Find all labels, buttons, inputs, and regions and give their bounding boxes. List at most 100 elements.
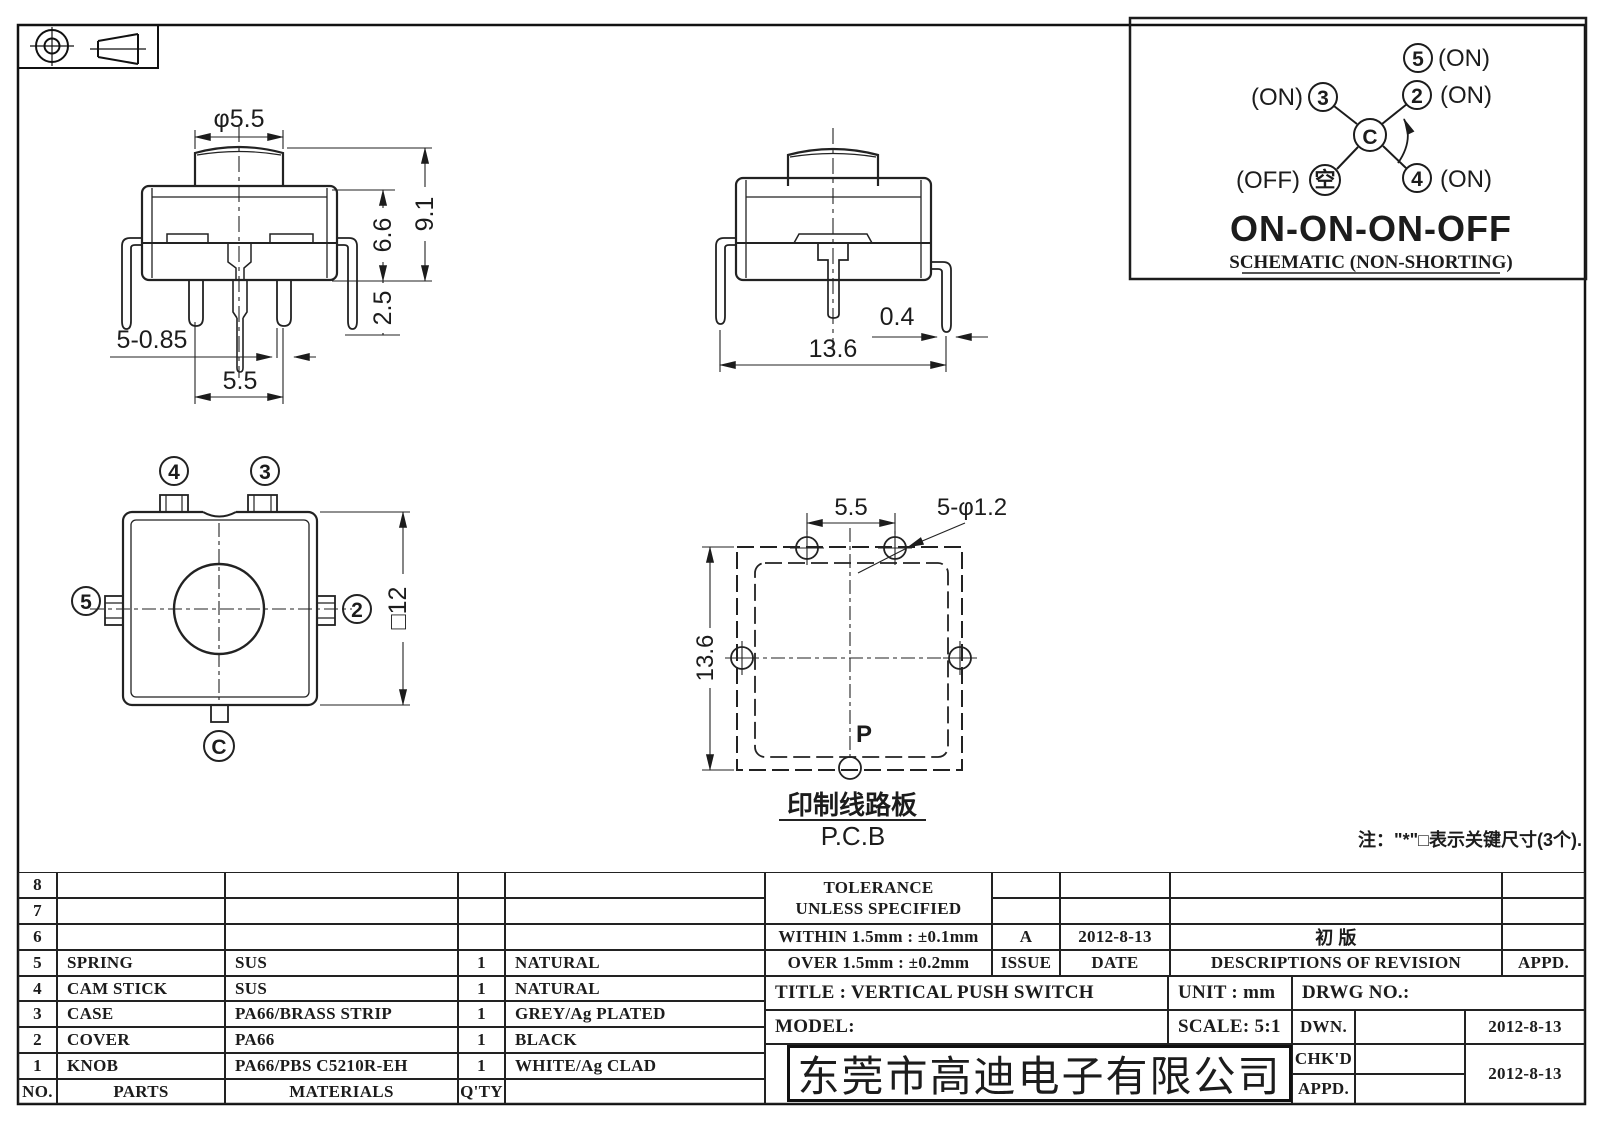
drawing-title: TITLE : VERTICAL PUSH SWITCH — [765, 976, 1168, 1010]
parts-row-material: SUS — [225, 976, 458, 1001]
title-block: 8 7 6 5 SPRING SUS 1 NATURAL 4 CAM STICK… — [18, 872, 1585, 1104]
dim-pin-thickness: 0.4 — [880, 303, 915, 331]
parts-header-parts: PARTS — [57, 1079, 225, 1104]
projection-symbol-box — [17, 24, 159, 69]
parts-row-color: WHITE/Ag CLAD — [505, 1053, 765, 1079]
parts-row-part — [57, 898, 225, 924]
date-label: DATE — [1060, 950, 1170, 976]
dim-hole-span: 13.6 — [692, 628, 719, 688]
parts-row-qty — [458, 872, 505, 898]
bottom-view — [71, 456, 410, 762]
parts-row-part — [57, 872, 225, 898]
parts-row-part: COVER — [57, 1027, 225, 1053]
appd-cell-empty — [1502, 872, 1585, 898]
chkd-date: 2012-8-13 — [1465, 1044, 1585, 1104]
dim-knob-diameter: φ5.5 — [214, 105, 265, 133]
parts-row-no: 3 — [18, 1001, 57, 1027]
parts-row-part: KNOB — [57, 1053, 225, 1079]
parts-row-qty — [458, 924, 505, 950]
parts-row-no: 7 — [18, 898, 57, 924]
parts-row-color — [505, 924, 765, 950]
schematic-function-label: ON-ON-ON-OFF — [1230, 208, 1512, 249]
parts-row-color: NATURAL — [505, 950, 765, 976]
tolerance-header: TOLERANCE UNLESS SPECIFIED — [765, 872, 992, 924]
parts-row-material — [225, 872, 458, 898]
schematic-panel — [1128, 16, 1588, 281]
parts-row-color: GREY/Ag PLATED — [505, 1001, 765, 1027]
parts-row-part: CAM STICK — [57, 976, 225, 1001]
dwn-label: DWN. — [1292, 1010, 1355, 1044]
parts-header-materials: MATERIALS — [225, 1079, 458, 1104]
first-angle-projection-icon — [90, 33, 146, 65]
date-cell-empty — [1060, 898, 1170, 924]
rotation-arrow-icon — [1397, 118, 1415, 164]
tolerance-within: WITHIN 1.5mm : ±0.1mm — [765, 924, 992, 950]
dim-pin-size: 5-0.85 — [117, 326, 188, 354]
tolerance-sub: UNLESS SPECIFIED — [795, 899, 962, 918]
schematic-pin4: 4 — [1411, 168, 1423, 191]
appd-signature-empty — [1355, 1074, 1465, 1104]
scale-cell: SCALE: 5:1 — [1168, 1010, 1292, 1044]
parts-row-no: 1 — [18, 1053, 57, 1079]
parts-header-color — [505, 1079, 765, 1104]
dim-pin-pitch: 5.5 — [223, 367, 258, 395]
parts-row-material: PA66/PBS C5210R-EH — [225, 1053, 458, 1079]
svg-text:9.1: 9.1 — [411, 197, 439, 232]
schematic-pin5-state: (ON) — [1438, 45, 1490, 72]
parts-row-no: 2 — [18, 1027, 57, 1053]
chkd-label: CHK'D — [1292, 1044, 1355, 1074]
bottom-pinC-label: C — [211, 736, 226, 759]
chkd-signature-empty — [1355, 1044, 1465, 1074]
parts-row-qty: 1 — [458, 1027, 505, 1053]
parts-row-part: SPRING — [57, 950, 225, 976]
parts-row-part: CASE — [57, 1001, 225, 1027]
parts-row-qty: 1 — [458, 1053, 505, 1079]
parts-header-no: NO. — [18, 1079, 57, 1104]
bottom-pin2-label: 2 — [351, 599, 363, 622]
unit-cell: UNIT : mm — [1168, 976, 1292, 1010]
svg-text:13.6: 13.6 — [692, 635, 719, 682]
appd-header: APPD. — [1502, 950, 1585, 976]
dwn-signature-empty — [1355, 1010, 1465, 1044]
company-name: 东莞市高迪电子有限公司 — [787, 1045, 1292, 1102]
issue-cell-empty — [992, 898, 1060, 924]
schematic-pin2: 2 — [1411, 85, 1423, 108]
date-cell-empty — [1060, 872, 1170, 898]
revision-cell-empty — [1170, 872, 1502, 898]
schematic-pin3: 3 — [1317, 87, 1329, 110]
svg-text:6.6: 6.6 — [369, 218, 397, 253]
schematic-pin5: 5 — [1412, 48, 1424, 71]
sheet-border — [16, 23, 1587, 1106]
parts-row-qty: 1 — [458, 1001, 505, 1027]
parts-row-qty: 1 — [458, 950, 505, 976]
dwn-date: 2012-8-13 — [1465, 1010, 1585, 1044]
schematic-common: C — [1362, 126, 1377, 149]
model-cell: MODEL: — [765, 1010, 1168, 1044]
revision-description: 初 版 — [1170, 924, 1502, 950]
revision-cell-empty — [1170, 898, 1502, 924]
pcb-board-label-cn: 印制线路板 — [787, 790, 917, 820]
parts-row-material: PA66/BRASS STRIP — [225, 1001, 458, 1027]
mounting-holes — [725, 531, 977, 780]
dim-total-height: 9.1 — [411, 187, 439, 241]
schematic-pin2-state: (ON) — [1440, 82, 1492, 109]
front-view — [110, 126, 432, 404]
pcb-view — [702, 513, 977, 821]
svg-text:2.5: 2.5 — [369, 291, 397, 326]
parts-row-part — [57, 924, 225, 950]
parts-row-color — [505, 872, 765, 898]
parts-row-material — [225, 924, 458, 950]
dim-hole-pitch: 5.5 — [834, 494, 867, 521]
parts-row-no: 4 — [18, 976, 57, 1001]
issue-cell-empty — [992, 872, 1060, 898]
parts-row-qty: 1 — [458, 976, 505, 1001]
drwg-no-cell: DRWG NO.: — [1292, 976, 1585, 1010]
bottom-pin4-label: 4 — [168, 461, 180, 484]
parts-row-color: BLACK — [505, 1027, 765, 1053]
pcb-p-mark: P — [856, 721, 872, 748]
bottom-pin5-label: 5 — [80, 591, 92, 614]
appd-cell-empty — [1502, 924, 1585, 950]
appd-label: APPD. — [1292, 1074, 1355, 1104]
dim-pin-standoff: 2.5 — [369, 283, 397, 333]
